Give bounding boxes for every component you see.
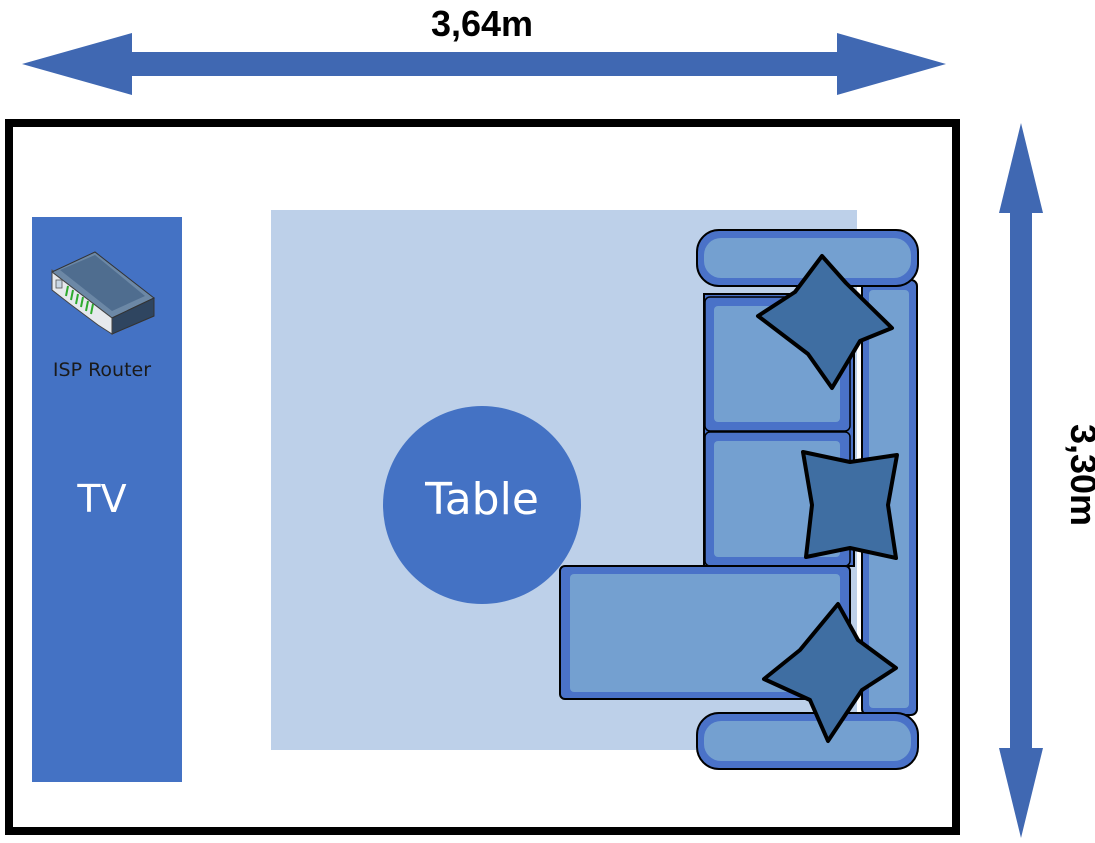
router-label: ISP Router [53, 359, 151, 381]
pillow-icon [756, 254, 894, 390]
height-arrow-icon [999, 123, 1043, 838]
pillow-icon [762, 602, 898, 743]
height-label: 3,30m [1063, 424, 1095, 526]
network-router-icon [51, 251, 155, 336]
pillow-icon [801, 450, 899, 560]
table-label: Table [424, 474, 539, 525]
height-dimension: 3,30m [999, 123, 1095, 838]
width-label: 3,64m [431, 3, 533, 44]
width-arrow-icon [22, 33, 946, 95]
table: Table [383, 406, 581, 604]
width-dimension: 3,64m [22, 3, 946, 95]
tv-label: TV [76, 477, 126, 521]
